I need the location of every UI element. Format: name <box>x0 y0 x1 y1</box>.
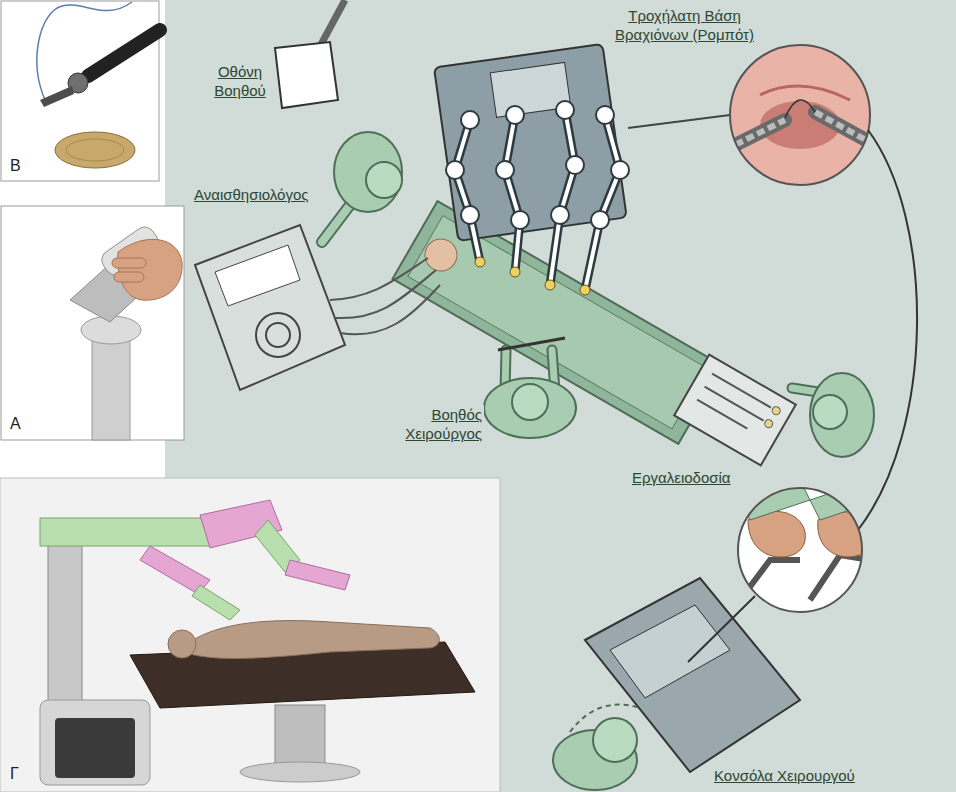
robot-arm <box>192 585 240 620</box>
suture-thread <box>785 100 815 118</box>
render-panel <box>0 478 500 792</box>
robot-column <box>48 540 82 710</box>
robot-arm <box>455 120 480 262</box>
leader-line <box>688 596 755 662</box>
head-cap <box>813 395 847 429</box>
arm-joint <box>611 161 629 179</box>
finger <box>112 258 146 268</box>
zoom-circle <box>730 45 870 185</box>
instrument-tip <box>545 280 555 290</box>
tissue-fold <box>760 86 850 100</box>
table-pedestal <box>275 705 325 770</box>
head-cap <box>512 384 548 420</box>
panel-letter: Β <box>8 156 23 175</box>
part-label: Βοηθός Χειρούργος <box>385 405 484 443</box>
arm-joint <box>496 161 514 179</box>
part-label: Εργαλειοδοσία <box>630 468 733 487</box>
patient-head <box>419 233 463 277</box>
cable <box>330 258 428 300</box>
arm-joint <box>551 206 569 224</box>
arm <box>322 205 350 242</box>
part-label: Τροχήλατη Βάση Βραχιόνων (Ρομπότ) <box>600 6 769 44</box>
machine-dial <box>266 323 290 347</box>
arm <box>322 205 350 242</box>
instrument-shaft <box>88 30 160 76</box>
controller <box>740 560 800 600</box>
hidden-arm <box>570 705 640 732</box>
arm-joint <box>511 211 529 229</box>
link-line <box>858 130 917 530</box>
robot-base <box>40 700 150 785</box>
cable <box>336 270 436 318</box>
hand <box>118 239 182 300</box>
part-label: Αναισθησιολόγος <box>192 185 311 204</box>
zoom-border <box>730 45 870 185</box>
instrument <box>725 120 785 150</box>
zoom-border <box>738 488 862 612</box>
machine-dial <box>256 313 300 357</box>
coin-rim <box>66 139 124 161</box>
arm-joint <box>461 111 479 129</box>
instrument <box>725 120 785 150</box>
assistant-surgeon <box>484 378 576 438</box>
machine-screen <box>215 245 300 306</box>
arm <box>792 388 818 392</box>
scrub-nurse <box>810 373 874 457</box>
photo-panel <box>1 206 184 440</box>
tray-instrument <box>705 387 764 421</box>
tray-instrument <box>697 400 747 429</box>
robot-arm <box>585 115 620 290</box>
arm-joint <box>461 206 479 224</box>
photo-panel <box>1 1 159 181</box>
instrument-tip <box>580 285 590 295</box>
part-label: Οθόνη Βοηθού <box>205 62 275 100</box>
tray-instrument <box>771 405 782 416</box>
robot-base-pad <box>55 718 135 778</box>
arm <box>792 388 818 392</box>
robot-arm <box>455 120 480 262</box>
arm-joint <box>556 101 574 119</box>
anesthesia-machine <box>195 225 345 390</box>
panel-letter: Γ <box>8 764 21 783</box>
tray-instrument <box>712 374 771 408</box>
assistant-monitor <box>275 42 338 108</box>
instrument-tip <box>510 267 520 277</box>
arm-joint <box>566 156 584 174</box>
coin <box>55 132 135 168</box>
instrument-tray <box>674 355 796 466</box>
arm-joint <box>446 161 464 179</box>
cable <box>340 285 440 334</box>
head-cap <box>366 162 402 198</box>
sleeve <box>810 480 880 520</box>
panel-letter: Α <box>8 414 23 433</box>
instrument-tip <box>475 257 485 267</box>
robot-arm <box>505 115 520 272</box>
robot-arm <box>550 110 575 285</box>
robot-arm <box>505 115 520 272</box>
anesthesiologist <box>334 132 402 212</box>
robot-boom <box>40 518 215 546</box>
finger <box>114 272 144 282</box>
hand <box>818 512 872 557</box>
table-foot <box>240 762 360 782</box>
part-label: Κονσόλα Χειρουργού <box>712 766 857 785</box>
instrument <box>498 338 565 350</box>
patient <box>190 621 439 659</box>
console-viewer <box>610 605 730 698</box>
robot-arm <box>550 110 575 285</box>
robot-arm <box>285 560 350 590</box>
arm-joint <box>591 211 609 229</box>
patient-head <box>168 630 196 658</box>
head-cap <box>593 718 637 762</box>
surgeon-console <box>585 578 800 772</box>
robot-arm <box>585 115 620 290</box>
leader-line <box>628 115 730 128</box>
arm-joint <box>506 106 524 124</box>
instrument-jaw <box>40 86 74 107</box>
controller-column <box>92 330 130 440</box>
arm-joint <box>596 106 614 124</box>
tray-instrument <box>763 418 774 429</box>
